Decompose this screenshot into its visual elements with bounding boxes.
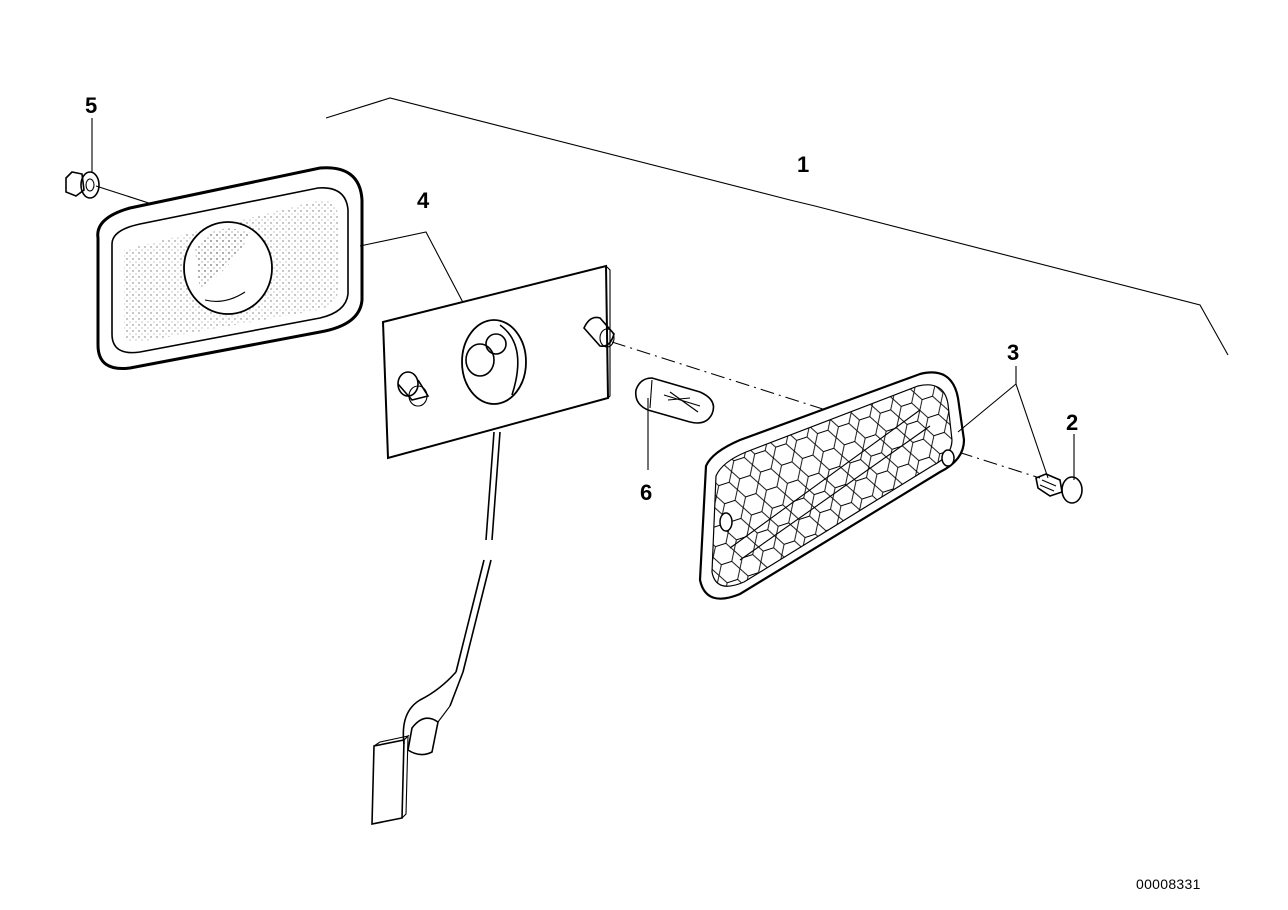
callout-5: 5	[85, 93, 97, 118]
reference-number: 00008331	[1136, 876, 1201, 892]
bulb-6	[634, 377, 715, 470]
reflector-lens	[698, 371, 966, 600]
callout-4: 4	[417, 188, 430, 213]
assembly-axis	[611, 341, 1041, 479]
lamp-housing-frame	[96, 166, 364, 371]
bulb-holder-plate	[381, 264, 615, 460]
callout-6: 6	[640, 480, 652, 505]
screw-2	[1035, 473, 1083, 504]
leader-3	[957, 366, 1049, 479]
leader-5	[91, 118, 159, 207]
callout-1: 1	[797, 152, 809, 177]
leader-4	[359, 231, 469, 313]
callout-3: 3	[1007, 340, 1019, 365]
callout-2: 2	[1066, 410, 1078, 435]
screw-5	[65, 171, 100, 199]
assembly-bracket	[325, 97, 1229, 356]
wiring-harness	[371, 431, 501, 825]
